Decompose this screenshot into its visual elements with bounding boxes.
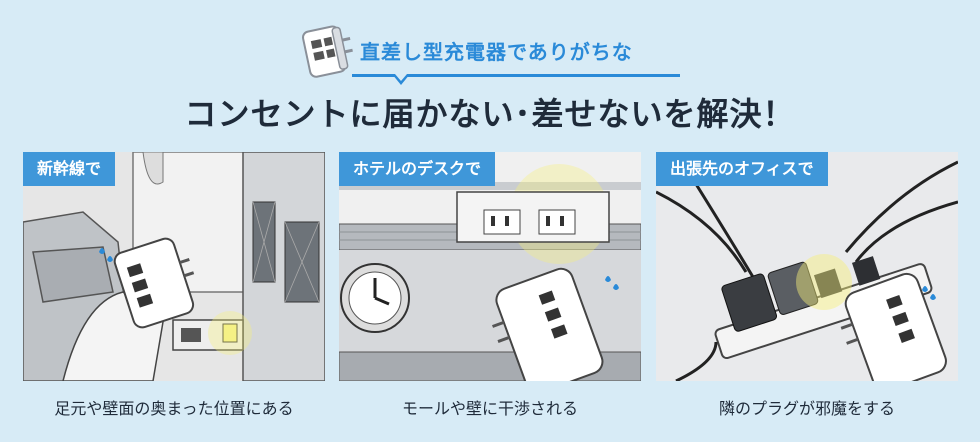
tag-train: 新幹線で <box>23 152 116 186</box>
caption-train: 足元や壁面の奥まった位置にある <box>54 399 294 418</box>
usb-charger-icon <box>302 25 353 78</box>
hotel-illustration <box>339 152 641 381</box>
office-illustration <box>656 152 958 381</box>
subtitle: 直差し型充電器でありがちな <box>360 40 633 64</box>
caption-hotel: モールや壁に干渉される <box>401 399 578 418</box>
scene-panel-hotel: ホテルのデスクで <box>339 152 641 381</box>
caption-office: 隣のプラグが邪魔をする <box>718 399 895 418</box>
tag-hotel: ホテルのデスクで <box>339 152 496 186</box>
train-illustration <box>23 152 325 381</box>
page-title: コンセントに届かない･差せないを解決！ <box>184 95 796 133</box>
subtitle-underline <box>352 74 680 77</box>
scene-panel-train: 新幹線で <box>23 152 325 381</box>
scene-panel-office: 出張先のオフィスで <box>656 152 958 381</box>
tag-office: 出張先のオフィスで <box>656 152 828 186</box>
